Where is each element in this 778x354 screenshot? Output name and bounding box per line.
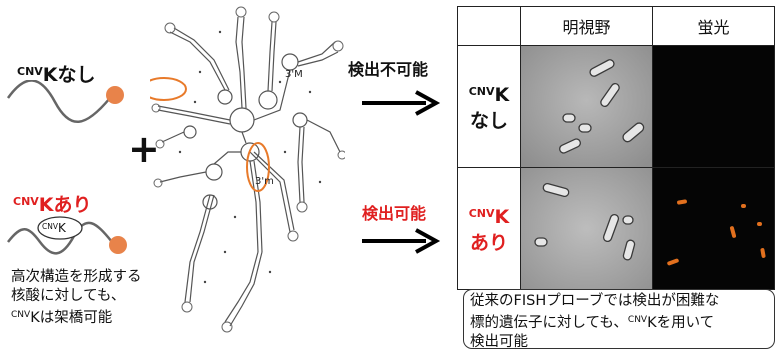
fluorophore-bead bbox=[106, 86, 124, 104]
caption-line-2: 核酸に対しても、 bbox=[11, 288, 126, 304]
rna-secondary-structure-diagram: 3'M 3'm bbox=[150, 6, 345, 333]
note-line-1: 従来のFISHプローブでは検出が困難な bbox=[470, 293, 720, 309]
label-with-cnvk: CNVKあり bbox=[13, 190, 92, 217]
base-dots bbox=[178, 30, 322, 284]
label-detectable: 検出可能 bbox=[362, 204, 427, 223]
note-line-2: 標的遺伝子に対しても、CNVKを用いて bbox=[470, 315, 715, 331]
corner-cell bbox=[457, 6, 521, 46]
header-brightfield: 明視野 bbox=[520, 6, 653, 46]
probe-strand bbox=[7, 221, 113, 255]
target-region-highlight-upper bbox=[150, 77, 187, 101]
label-without-cnvk: CNVKなし bbox=[17, 60, 96, 87]
cnvk-tag-label: CNVK bbox=[42, 221, 66, 235]
arrow-head bbox=[415, 228, 441, 254]
brightfield-image-with bbox=[520, 167, 653, 290]
probe-strand bbox=[6, 80, 111, 123]
arrow-head bbox=[415, 90, 441, 116]
fluorescence-micrograph bbox=[653, 168, 774, 289]
caption-line-1: 高次構造を形成する bbox=[11, 269, 142, 285]
label-with-text: Kあり bbox=[38, 194, 92, 216]
header-fluorescence: 蛍光 bbox=[652, 6, 775, 46]
comparison-grid: 明視野 蛍光 CNVK なし bbox=[457, 6, 775, 290]
cnvk-tag bbox=[37, 216, 83, 240]
target-region-highlight-lower bbox=[246, 142, 270, 192]
left-caption: 高次構造を形成する 核酸に対しても、 CNVKは架橋可能 bbox=[11, 268, 142, 328]
label-without-text: Kなし bbox=[42, 64, 96, 86]
brightfield-micrograph bbox=[521, 46, 652, 167]
note-line-3: 検出可能 bbox=[470, 334, 528, 350]
brightfield-micrograph bbox=[521, 168, 652, 289]
caption-line-3: CNVKは架橋可能 bbox=[11, 310, 113, 326]
fluorescence-image-without bbox=[652, 45, 775, 168]
arrow-undetectable bbox=[362, 90, 441, 116]
fluorescence-micrograph bbox=[653, 46, 774, 167]
brightfield-image-without bbox=[520, 45, 653, 168]
rna-structure bbox=[157, 16, 341, 327]
row-label-with: CNVK あり bbox=[457, 167, 521, 290]
row-label-without: CNVK なし bbox=[457, 45, 521, 168]
label-undetectable: 検出不可能 bbox=[348, 60, 429, 79]
label-without-sup: CNV bbox=[17, 65, 43, 78]
probe-with-cnvk bbox=[7, 216, 127, 255]
label-with-sup: CNV bbox=[13, 195, 39, 208]
summary-note: 従来のFISHプローブでは検出が困難な 標的遺伝子に対しても、CNVKを用いて … bbox=[463, 289, 775, 350]
probe-without-cnvk bbox=[6, 80, 124, 123]
arrow-detectable bbox=[362, 228, 441, 254]
plus-sign: + bbox=[128, 127, 160, 171]
label-3m-top: 3'M bbox=[285, 69, 303, 80]
fluorescence-image-with bbox=[652, 167, 775, 290]
fluorophore-bead bbox=[109, 236, 127, 254]
hairpin-loops bbox=[151, 6, 345, 333]
label-3m-bottom: 3'm bbox=[255, 176, 274, 187]
